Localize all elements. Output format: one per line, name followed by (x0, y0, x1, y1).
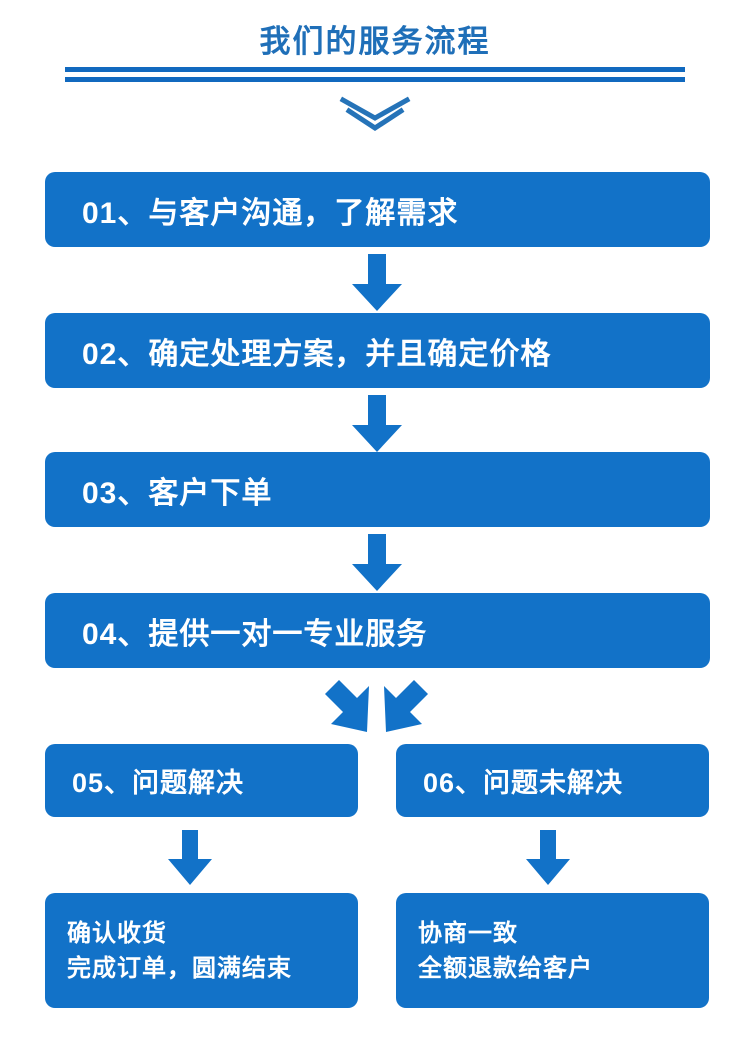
arrow-down-icon (165, 830, 215, 886)
flow-step-02[interactable]: 02、 确定处理方案，并且确定价格 (45, 313, 710, 388)
flow-step-01[interactable]: 01、 与客户沟通，了解需求 (45, 172, 710, 247)
flow-step-02-number: 02、 (82, 337, 149, 371)
flow-step-04[interactable]: 04、 提供一对一专业服务 (45, 593, 710, 668)
arrow-down-right-icon (378, 678, 440, 734)
arrow-down-icon (348, 395, 406, 453)
flow-outcome-left[interactable]: 确认收货 完成订单，圆满结束 (45, 893, 358, 1008)
arrow-down-left-icon (313, 678, 375, 734)
flow-step-01-number: 01、 (82, 196, 149, 230)
flow-step-02-label: 确定处理方案，并且确定价格 (148, 337, 552, 371)
divider-line-top (65, 67, 685, 72)
page-title: 我们的服务流程 (259, 24, 491, 59)
flow-outcome-right[interactable]: 协商一致 全额退款给客户 (396, 893, 709, 1008)
chevron-double-down-icon (339, 96, 411, 132)
flow-step-04-label: 提供一对一专业服务 (148, 617, 428, 651)
arrow-down-icon (348, 254, 406, 312)
flow-outcome-left-line1: 确认收货 (67, 919, 167, 947)
header: 我们的服务流程 (0, 0, 750, 150)
arrow-down-icon (348, 534, 406, 592)
flow-outcome-left-line2: 完成订单，圆满结束 (67, 954, 292, 982)
flow-branch-05[interactable]: 05、 问题解决 (45, 744, 358, 817)
flow-step-03[interactable]: 03、 客户下单 (45, 452, 710, 527)
flow-step-03-number: 03、 (82, 476, 149, 510)
flow-step-03-label: 客户下单 (148, 476, 273, 510)
flow-outcome-right-line2: 全额退款给客户 (418, 954, 593, 982)
flow-branch-05-number: 05、 (72, 768, 133, 798)
arrow-down-icon (523, 830, 573, 886)
flow-step-01-label: 与客户沟通，了解需求 (148, 196, 459, 230)
flow-branch-05-label: 问题解决 (132, 768, 245, 798)
divider-line-bottom (65, 77, 685, 82)
flow-branch-06-number: 06、 (423, 768, 484, 798)
flow-branch-06[interactable]: 06、 问题未解决 (396, 744, 709, 817)
flow-step-04-number: 04、 (82, 617, 149, 651)
flow-branch-06-label: 问题未解决 (483, 768, 624, 798)
flow-outcome-right-line1: 协商一致 (418, 919, 518, 947)
